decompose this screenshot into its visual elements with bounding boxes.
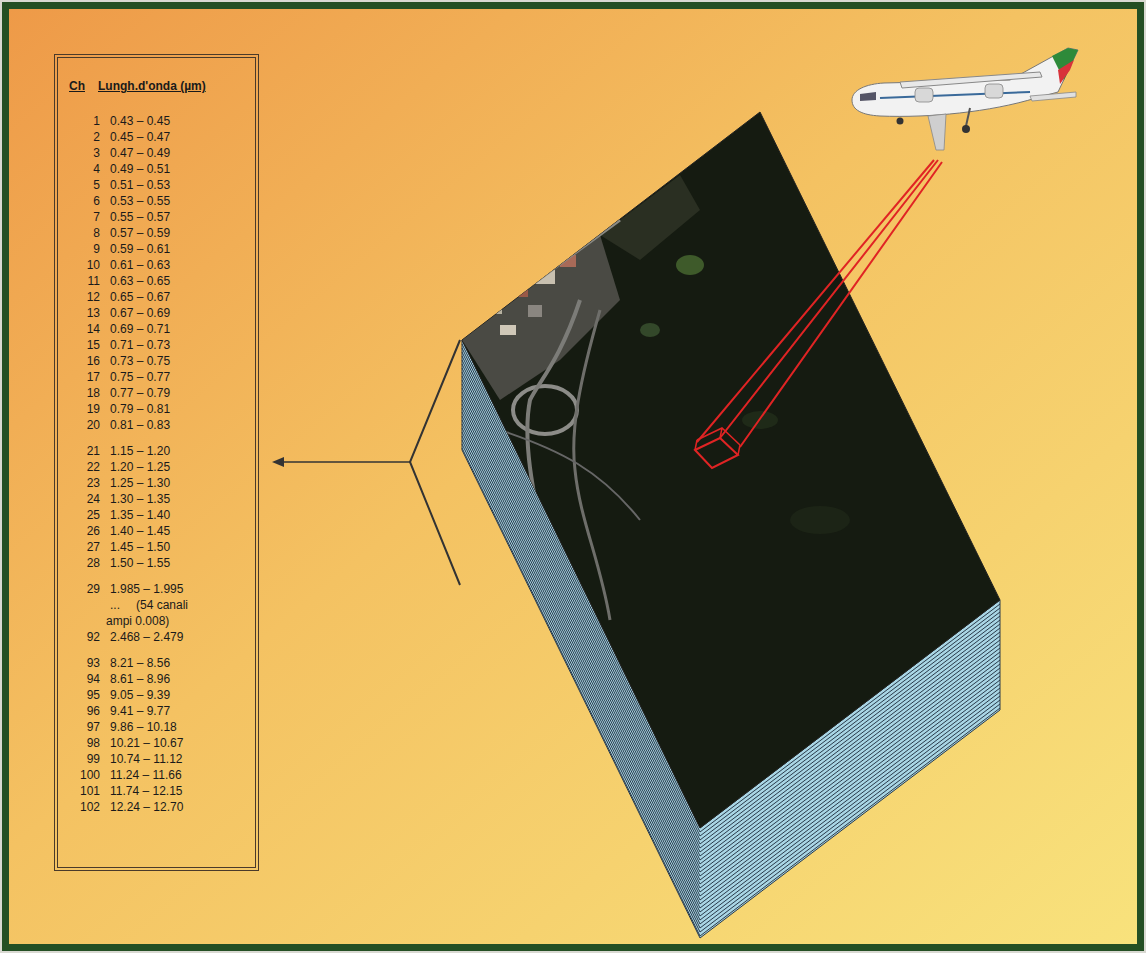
wavelength-range: 1.985 – 1.995 (110, 581, 250, 597)
channel-number: 24 (62, 491, 100, 507)
channel-number: 6 (62, 193, 100, 209)
channel-number: 15 (62, 337, 100, 353)
channel-number: 7 (62, 209, 100, 225)
wavelength-range: 0.65 – 0.67 (110, 289, 250, 305)
wavelength-range: 0.47 – 0.49 (110, 145, 250, 161)
wavelength-range: 0.75 – 0.77 (110, 369, 250, 385)
wavelength-range: 11.24 – 11.66 (110, 767, 250, 783)
channel-number: 12 (62, 289, 100, 305)
column-header: Ch (69, 78, 97, 94)
table-note: (54 canali ampi 0.008) (106, 597, 210, 629)
wavelength-range: 9.05 – 9.39 (110, 687, 250, 703)
channel-number: 1 (62, 113, 100, 129)
wavelength-range: 1.45 – 1.50 (110, 539, 250, 555)
wavelength-range: 0.53 – 0.55 (110, 193, 250, 209)
wavelength-range: 0.43 – 0.45 (110, 113, 250, 129)
wavelength-range: 12.24 – 12.70 (110, 799, 250, 815)
channel-number: 29 (62, 581, 100, 597)
pointer-arrowhead (272, 457, 284, 467)
channel-number: 17 (62, 369, 100, 385)
channel-number: 25 (62, 507, 100, 523)
sensor-beam (697, 160, 942, 447)
wavelength-range: 0.45 – 0.47 (110, 129, 250, 145)
wavelength-range: 0.71 – 0.73 (110, 337, 250, 353)
channel-table: ChLungh.d'onda (µm) 1 0.43 – 0.45 2 0.45 – 0… (57, 57, 256, 868)
channel-number: 9 (62, 241, 100, 257)
channel-number: 28 (62, 555, 100, 571)
channel-number: 27 (62, 539, 100, 555)
wavelength-range: 0.51 – 0.53 (110, 177, 250, 193)
pixel-marker (695, 438, 738, 468)
channel-number: 2 (62, 129, 100, 145)
wavelength-range: 0.77 – 0.79 (110, 385, 250, 401)
channel-number: 102 (62, 799, 100, 815)
wavelength-range: 8.21 – 8.56 (110, 655, 250, 671)
ellipsis: ... (110, 597, 136, 613)
pointer-arrow (282, 461, 410, 463)
channel-number: 99 (62, 751, 100, 767)
wavelength-range: 1.15 – 1.20 (110, 443, 250, 459)
wavelength-range: 0.67 – 0.69 (110, 305, 250, 321)
bracket (410, 340, 460, 585)
channel-number: 101 (62, 783, 100, 799)
channel-number: 97 (62, 719, 100, 735)
wavelength-range: 1.35 – 1.40 (110, 507, 250, 523)
channel-number: 18 (62, 385, 100, 401)
aerial-image (462, 121, 850, 620)
channel-number: 21 (62, 443, 100, 459)
channel-number: 3 (62, 145, 100, 161)
wavelength-range: 8.61 – 8.96 (110, 671, 250, 687)
wavelength-range: 1.40 – 1.45 (110, 523, 250, 539)
wavelength-range: 0.57 – 0.59 (110, 225, 250, 241)
wavelength-range: 0.81 – 0.83 (110, 417, 250, 433)
wavelength-range: 10.74 – 11.12 (110, 751, 250, 767)
wavelength-range: 0.63 – 0.65 (110, 273, 250, 289)
wavelength-range: 1.20 – 1.25 (110, 459, 250, 475)
channel-number: 5 (62, 177, 100, 193)
channel-number: 19 (62, 401, 100, 417)
wavelength-range: 9.86 – 10.18 (110, 719, 250, 735)
channel-number: 96 (62, 703, 100, 719)
aircraft (852, 48, 1078, 150)
channel-number: 23 (62, 475, 100, 491)
wavelength-range: 0.49 – 0.51 (110, 161, 250, 177)
channel-number: 13 (62, 305, 100, 321)
channel-number: 10 (62, 257, 100, 273)
wavelength-range: 11.74 – 12.15 (110, 783, 250, 799)
wavelength-range: 2.468 – 2.479 (110, 629, 250, 645)
channel-number: 22 (62, 459, 100, 475)
channel-number: 4 (62, 161, 100, 177)
image-face (462, 112, 1000, 828)
wavelength-range: 0.61 – 0.63 (110, 257, 250, 273)
channel-number: 26 (62, 523, 100, 539)
channel-number: 20 (62, 417, 100, 433)
wavelength-range: 0.59 – 0.61 (110, 241, 250, 257)
channel-number: 94 (62, 671, 100, 687)
channel-number: 16 (62, 353, 100, 369)
channel-number: 92 (62, 629, 100, 645)
wavelength-range: 0.69 – 0.71 (110, 321, 250, 337)
pixel-marker (695, 428, 740, 455)
channel-number: 14 (62, 321, 100, 337)
wavelength-range: 0.79 – 0.81 (110, 401, 250, 417)
wavelength-range: 1.25 – 1.30 (110, 475, 250, 491)
channel-number: 8 (62, 225, 100, 241)
wavelength-range: 1.50 – 1.55 (110, 555, 250, 571)
wavelength-range: 10.21 – 10.67 (110, 735, 250, 751)
channel-number: 95 (62, 687, 100, 703)
column-header: Lungh.d'onda (µm) (98, 78, 248, 94)
channel-number: 93 (62, 655, 100, 671)
wavelength-range: 0.55 – 0.57 (110, 209, 250, 225)
channel-number: 11 (62, 273, 100, 289)
channel-number: 98 (62, 735, 100, 751)
wavelength-range: 0.73 – 0.75 (110, 353, 250, 369)
background (9, 9, 1137, 944)
wavelength-range: 1.30 – 1.35 (110, 491, 250, 507)
channel-number: 100 (62, 767, 100, 783)
wavelength-range: 9.41 – 9.77 (110, 703, 250, 719)
